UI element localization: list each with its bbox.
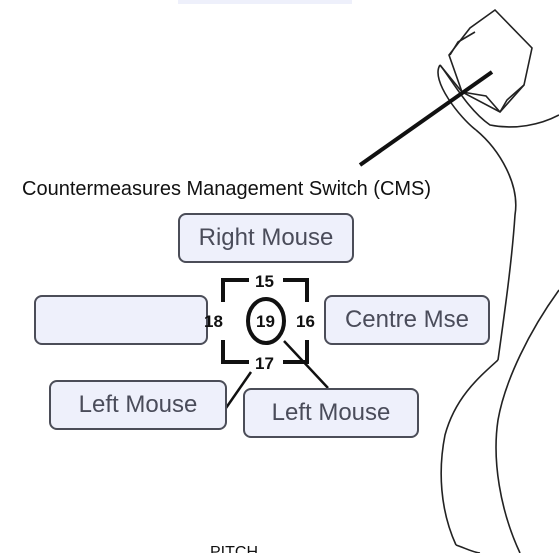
switch-label-17: 17 <box>255 354 274 373</box>
switch-label-16: 16 <box>296 312 315 331</box>
left-mouse-button-2[interactable]: Left Mouse <box>243 388 419 438</box>
switch-label-18: 18 <box>204 312 223 331</box>
leader-line-19 <box>283 340 329 389</box>
partial-bottom-label: PITCH <box>210 544 258 553</box>
leader-line-17 <box>224 371 253 409</box>
centre-mouse-button[interactable]: Centre Mse <box>324 295 490 345</box>
empty-assignment-slot[interactable] <box>34 295 208 345</box>
grip-outline <box>437 8 559 553</box>
right-mouse-button[interactable]: Right Mouse <box>178 213 354 263</box>
cms-pointer-line <box>358 70 494 167</box>
switch-label-15: 15 <box>255 272 274 291</box>
switch-label-19: 19 <box>256 312 275 331</box>
left-mouse-button[interactable]: Left Mouse <box>49 380 227 430</box>
cms-caption: Countermeasures Management Switch (CMS) <box>22 178 432 200</box>
cms-switch-frame <box>221 278 309 364</box>
cms-center-circle <box>246 297 286 345</box>
top-label-box <box>178 0 352 4</box>
